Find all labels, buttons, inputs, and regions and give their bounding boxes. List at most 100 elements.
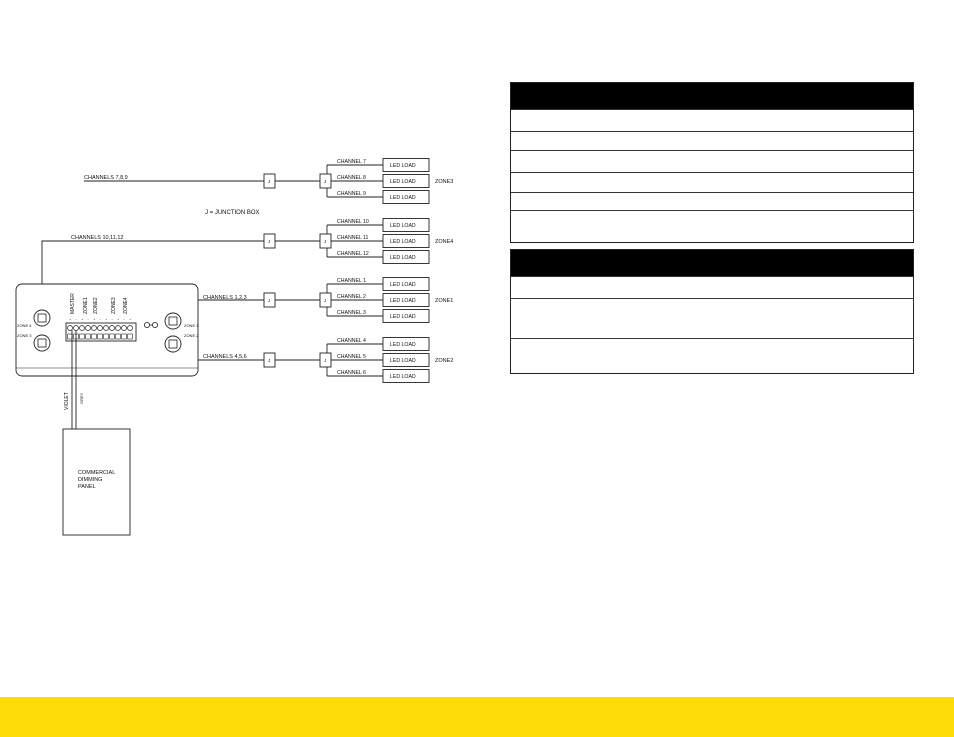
port-zone3: [33, 334, 51, 352]
channel-group: CHANNELS 10,11,12J J CHANNEL 10 LED LOAD CHA…: [71, 218, 453, 264]
junction-label: J: [324, 298, 326, 303]
led-load-label: LED LOAD: [390, 282, 416, 288]
channel-group: CHANNELS 7,8,9J J CHANNEL 7 LED LOAD CHANNEL…: [84, 158, 453, 204]
port-zone2: [164, 335, 182, 353]
zone-label: ZONE4: [435, 239, 453, 245]
panel-wires: [71, 330, 77, 429]
terminal-label: ZONE3: [111, 297, 117, 314]
junction-label: J: [324, 239, 326, 244]
led-load-label: LED LOAD: [390, 195, 416, 201]
terminal-polarity: +: [81, 317, 83, 321]
table-row: [511, 276, 913, 298]
led-load-box: LED LOAD: [382, 309, 430, 323]
zone-label: ZONE1: [435, 298, 453, 304]
footer-bar: [0, 697, 954, 737]
led-load-label: LED LOAD: [390, 298, 416, 304]
panel-label-line-1: COMMERCIAL: [78, 470, 115, 476]
wire-label-violet: VIOLET: [64, 392, 70, 410]
terminal-label: ZONE2: [93, 297, 99, 314]
port-label-zone4: ZONE 4: [17, 323, 32, 328]
led-load-label: LED LOAD: [390, 342, 416, 348]
junction-box: J: [263, 352, 276, 368]
junction-label: J: [324, 179, 326, 184]
junction-label: J: [268, 298, 270, 303]
junction-label: J: [324, 358, 326, 363]
table-1-header: [511, 83, 913, 109]
channel-label: CHANNEL 1: [337, 278, 366, 284]
terminal-screw: +: [127, 317, 133, 340]
led-load-label: LED LOAD: [390, 255, 416, 261]
terminal-screw: −: [85, 317, 91, 340]
terminal-screw: −: [109, 317, 115, 340]
run-label: CHANNELS 1,2,3: [203, 295, 247, 301]
table-row: [511, 192, 913, 210]
junction-label: J: [268, 179, 270, 184]
terminal-polarity: +: [129, 317, 131, 321]
zone-label: ZONE3: [435, 179, 453, 185]
channel-label: CHANNEL 11: [337, 235, 369, 241]
terminal-screw: +: [103, 317, 109, 340]
channel-label: CHANNEL 8: [337, 175, 366, 181]
led-load-box: LED LOAD: [382, 158, 430, 172]
terminal-label: MASTER: [70, 293, 76, 314]
channel-label: CHANNEL 5: [337, 354, 366, 360]
channel-label: CHANNEL 2: [337, 294, 366, 300]
terminal-screw: −: [97, 317, 103, 340]
wire-label-grey: GREY: [79, 392, 84, 404]
led-load-label: LED LOAD: [390, 314, 416, 320]
table-row: [511, 172, 913, 192]
led-load-box: LED LOAD: [382, 234, 430, 248]
terminal-polarity: −: [87, 317, 89, 321]
terminal-polarity: −: [111, 317, 113, 321]
junction-box: J: [319, 173, 332, 189]
terminal-polarity: −: [75, 317, 77, 321]
zone-label: ZONE2: [435, 358, 453, 364]
terminal-polarity: +: [69, 317, 71, 321]
terminal-screw: +: [79, 317, 85, 340]
table-row: [511, 109, 913, 131]
channel-label: CHANNEL 7: [337, 159, 366, 165]
led-load-box: LED LOAD: [382, 369, 430, 383]
run-label: CHANNELS 10,11,12: [71, 235, 123, 241]
junction-box: J: [319, 292, 332, 308]
table-row: [511, 210, 913, 242]
table-row: [511, 298, 913, 338]
led-load-label: LED LOAD: [390, 179, 416, 185]
led-load-box: LED LOAD: [382, 218, 430, 232]
panel-label-line-3: PANEL: [78, 484, 96, 490]
channel-label: CHANNEL 9: [337, 191, 366, 197]
terminal-screw: −: [121, 317, 127, 340]
terminal-polarity: +: [105, 317, 107, 321]
port-zone4: [33, 309, 51, 327]
channel-label: CHANNEL 6: [337, 370, 366, 376]
commercial-dimming-panel: COMMERCIAL DIMMING PANEL: [62, 428, 131, 536]
led-load-box: LED LOAD: [382, 293, 430, 307]
channel-label: CHANNEL 3: [337, 310, 366, 316]
terminal-screw: +: [115, 317, 121, 340]
port-label-zone3: ZONE 3: [17, 333, 32, 338]
run-label: CHANNELS 4,5,6: [203, 354, 247, 360]
table-row: [511, 131, 913, 150]
junction-box: J: [263, 233, 276, 249]
junction-label: J: [268, 239, 270, 244]
port-zone1: [164, 312, 182, 330]
terminal-block: +−+−+−+−+−+: [65, 317, 137, 342]
junction-box: J: [263, 292, 276, 308]
junction-box: J: [319, 233, 332, 249]
led-load-box: LED LOAD: [382, 353, 430, 367]
table-row: [511, 338, 913, 373]
led-load-box: LED LOAD: [382, 277, 430, 291]
led-load-label: LED LOAD: [390, 374, 416, 380]
port-label-zone2: ZONE 2: [184, 333, 199, 338]
terminal-label: ZONE4: [123, 297, 129, 314]
channel-label: CHANNEL 12: [337, 251, 369, 257]
channel-label: CHANNEL 10: [337, 219, 369, 225]
table-2-header: [511, 250, 913, 276]
port-label-zone1: ZONE 1: [184, 323, 199, 328]
led-load-label: LED LOAD: [390, 163, 416, 169]
run-label: CHANNELS 7,8,9: [84, 175, 128, 181]
led-load-box: LED LOAD: [382, 337, 430, 351]
